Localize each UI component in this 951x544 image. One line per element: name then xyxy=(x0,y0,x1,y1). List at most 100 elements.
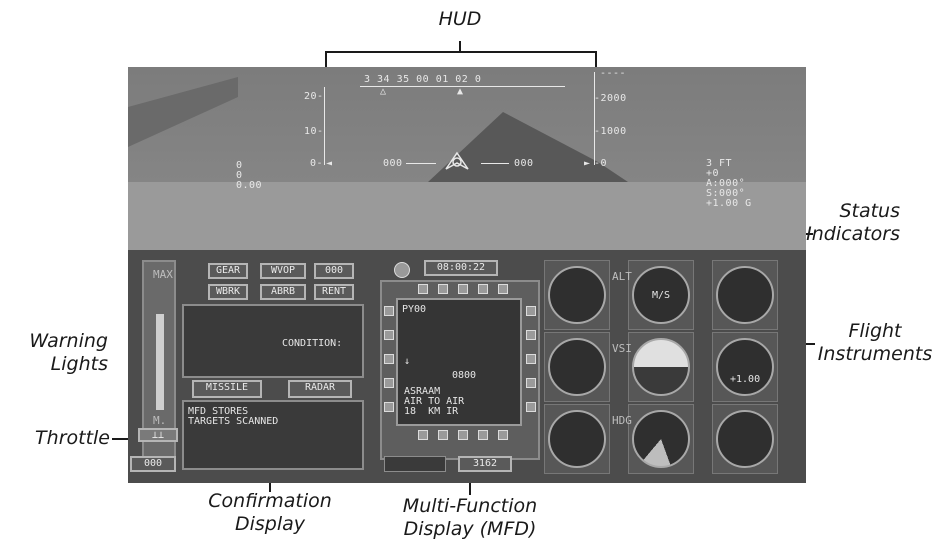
mfd-button-bottom-3[interactable] xyxy=(458,430,468,440)
warning-callout-line1: Warning xyxy=(29,330,108,352)
missile-warning-button[interactable]: MISSILE xyxy=(192,380,262,398)
rent-button[interactable]: RENT xyxy=(314,284,354,300)
mfd-button-top-2[interactable] xyxy=(438,284,448,294)
mfd-bottom-readout: 3162 xyxy=(458,456,512,472)
instrument-cell-5 xyxy=(628,332,694,402)
confirmation-line1: MFD STORES xyxy=(188,406,249,417)
speed-left: 000 xyxy=(383,158,403,169)
instrument-cell-4 xyxy=(544,332,610,402)
left-readout-1: 0 xyxy=(236,160,243,171)
mission-clock: 08:00:22 xyxy=(424,260,498,276)
mfd-callout-line2: Display (MFD) xyxy=(403,518,537,540)
mfd-button-left-2[interactable] xyxy=(384,330,394,340)
mfd-button-top-1[interactable] xyxy=(418,284,428,294)
mfd-button-top-3[interactable] xyxy=(458,284,468,294)
status-callout-line1: Status xyxy=(839,200,900,222)
mfd-range-value: 0800 xyxy=(452,370,477,381)
mfd-bottom-left-slot xyxy=(384,456,446,472)
gear-button[interactable]: GEAR xyxy=(208,263,248,279)
mfd-button-top-4[interactable] xyxy=(478,284,488,294)
right-readout-g: +1.00 G xyxy=(706,198,752,209)
throttle-pointer xyxy=(112,438,132,440)
throttle-min-label: M. xyxy=(153,414,167,427)
right-readout-altitude: 3 FT xyxy=(706,158,733,169)
mfd-button-right-5[interactable] xyxy=(526,402,536,412)
mfd-button-bottom-1[interactable] xyxy=(418,430,428,440)
altimeter-gauge xyxy=(716,266,774,324)
mach-label: M/S xyxy=(652,290,671,301)
hud-bracket-left xyxy=(325,51,327,73)
mfd-button-right-1[interactable] xyxy=(526,306,536,316)
instrument-cell-9 xyxy=(712,404,778,474)
terrain-shapes xyxy=(128,77,628,182)
wheel-brake-button[interactable]: WBRK xyxy=(208,284,248,300)
alt-scale-1000: -1000 xyxy=(594,126,627,137)
mfd-button-bottom-4[interactable] xyxy=(478,430,488,440)
mfd-button-right-4[interactable] xyxy=(526,378,536,388)
mfd-button-left-5[interactable] xyxy=(384,402,394,412)
horizon-line-right xyxy=(481,163,509,164)
alt-scale-0: -0 xyxy=(594,158,608,169)
instrument-cell-7 xyxy=(544,404,610,474)
hud-bracket-right xyxy=(595,51,597,73)
mfd-button-bottom-5[interactable] xyxy=(498,430,508,440)
mfd-callout: Multi-Function Display (MFD) xyxy=(380,495,560,541)
side-label-vsi: VSI xyxy=(612,342,632,355)
mfd-arrow-icon: ↓ xyxy=(404,356,411,367)
mfd-button-left-1[interactable] xyxy=(384,306,394,316)
warning-lights-callout: Warning Lights xyxy=(0,330,108,376)
mfd-button-right-3[interactable] xyxy=(526,354,536,364)
mfd-button-left-3[interactable] xyxy=(384,354,394,364)
mfd-weapon-type: AIR TO AIR xyxy=(404,396,465,407)
confirmation-callout-line2: Display xyxy=(234,513,306,535)
mfd-button-right-2[interactable] xyxy=(526,330,536,340)
turn-gauge xyxy=(548,338,606,396)
throttle-track[interactable] xyxy=(156,314,164,410)
flight-callout-line1: Flight xyxy=(848,320,902,342)
speed-right: 000 xyxy=(514,158,534,169)
confirmation-display-callout: Confirmation Display xyxy=(195,490,345,536)
status-callout-line2: Indicators xyxy=(806,223,900,245)
heading-tape: 3 34 35 00 01 02 0 xyxy=(364,74,482,85)
pitch-scale-0: 0- xyxy=(310,158,324,169)
mfd-weapon-range: 18 KM IR xyxy=(404,406,459,417)
condition-display: CONDITION: xyxy=(182,304,364,378)
right-readout-a: A:000° xyxy=(706,178,746,189)
heading-tape-line xyxy=(360,86,565,87)
left-readout-2: 0 xyxy=(236,170,243,181)
hud-bracket-stem xyxy=(459,41,461,52)
flight-callout-line2: Instruments xyxy=(817,343,933,365)
hud-bracket-top xyxy=(325,51,597,53)
g-meter-gauge: +1.00 xyxy=(716,338,774,396)
flight-bracket-tick xyxy=(801,343,815,345)
radar-warning-button[interactable]: RADAR xyxy=(288,380,352,398)
instrument-cell-3 xyxy=(712,260,778,330)
alt-pointer-icon: ► xyxy=(584,158,591,169)
flight-sim-screen: 3 34 35 00 01 02 0 △ ▲ ---- 20- 10- 0- ◄… xyxy=(128,67,806,483)
mfd-button-bottom-2[interactable] xyxy=(438,430,448,440)
mfd-weapon-name: ASRAAM xyxy=(404,386,441,397)
throttle-handle[interactable]: ⊥⊥ xyxy=(138,428,178,442)
pitch-scale-line xyxy=(324,87,325,165)
mfd-button-top-5[interactable] xyxy=(498,284,508,294)
confirmation-callout-line1: Confirmation xyxy=(208,490,332,512)
air-brake-button[interactable]: ABRB xyxy=(260,284,306,300)
counter-button[interactable]: 000 xyxy=(314,263,354,279)
mach-gauge: M/S xyxy=(632,266,690,324)
mfd-button-left-4[interactable] xyxy=(384,378,394,388)
left-readout-3: 0.00 xyxy=(236,180,263,191)
pitch-scale-10: 10- xyxy=(304,126,324,137)
triangle-marker-icon: △ xyxy=(380,86,387,97)
aircraft-symbol-icon xyxy=(445,151,469,170)
mfd-screen[interactable]: PY00 ↓ 0800 ASRAAM AIR TO AIR 18 KM IR xyxy=(396,298,522,426)
side-label-hdg: HDG xyxy=(612,414,632,427)
mfd-callout-line1: Multi-Function xyxy=(402,495,538,517)
condition-label: CONDITION: xyxy=(282,338,343,349)
alt-scale-2000: -2000 xyxy=(594,93,627,104)
wvop-button[interactable]: WVOP xyxy=(260,263,306,279)
attitude-indicator xyxy=(632,338,690,396)
right-readout-s: S:000° xyxy=(706,188,746,199)
throttle-max-label: MAX xyxy=(153,268,173,281)
cockpit-panel: MAX M. ⊥⊥ 000 GEAR WVOP 000 WBRK ABRB RE… xyxy=(128,250,806,483)
clock-knob-icon[interactable] xyxy=(394,262,410,278)
